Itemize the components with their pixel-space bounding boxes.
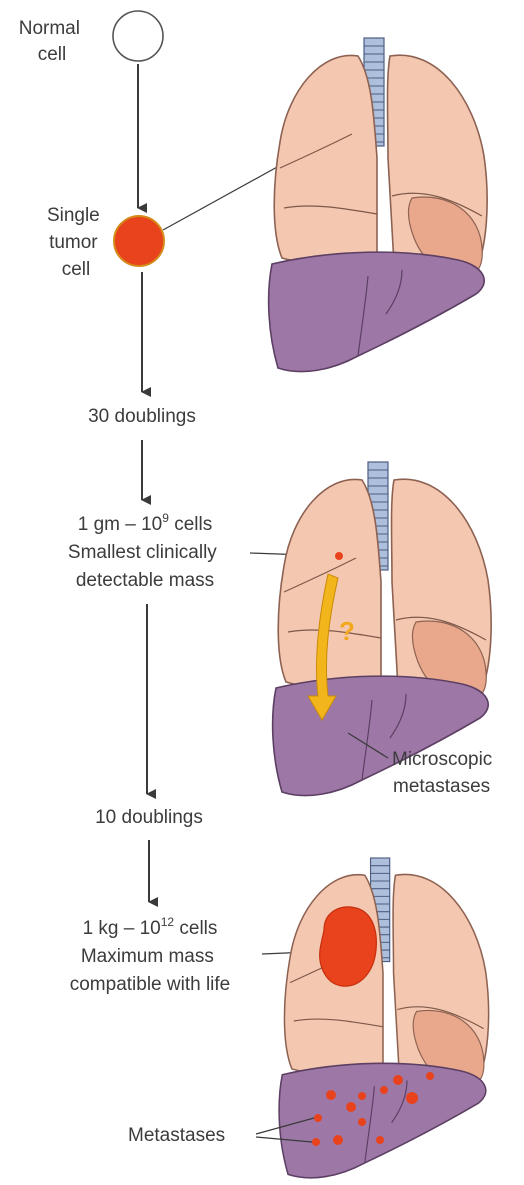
metastasis-dot (376, 1136, 384, 1144)
small-tumor-dot (335, 552, 343, 560)
metastasis-dot (314, 1114, 322, 1122)
metastasis-dot (358, 1092, 366, 1100)
metastases-label: Metastases (128, 1125, 225, 1146)
thorax-illustration-2 (273, 462, 491, 796)
maximum-mass-label: Maximum mass compatible with life (70, 946, 231, 995)
metastasis-dot (393, 1075, 403, 1085)
single-tumor-cell (114, 216, 164, 266)
question-mark: ? (339, 616, 355, 646)
metastasis-dot (326, 1090, 336, 1100)
metastasis-dot (380, 1086, 388, 1094)
normal-cell (113, 11, 163, 61)
large-tumor-mass (320, 907, 377, 986)
microscopic-metastases-label: Microscopic metastases (392, 749, 498, 797)
normal-cell-label: Normal cell (19, 18, 86, 65)
metastasis-dot (426, 1072, 434, 1080)
metastasis-dot (333, 1135, 343, 1145)
thorax-illustration-3 (279, 858, 488, 1178)
ten-doublings-label: 10 doublings (95, 807, 203, 828)
metastasis-dot (358, 1118, 366, 1126)
metastasis-dot (406, 1092, 418, 1104)
one-kg-label: 1 kg – 1012 cells (83, 915, 218, 939)
single-tumor-cell-label: Single tumor cell (47, 205, 105, 280)
thorax-illustration-1 (269, 38, 487, 372)
smallest-mass-label: Smallest clinically detectable mass (68, 542, 222, 591)
one-gram-label: 1 gm – 109 cells (78, 511, 212, 535)
metastasis-dot (346, 1102, 356, 1112)
thirty-doublings-label: 30 doublings (88, 406, 196, 427)
metastasis-dot (312, 1138, 320, 1146)
